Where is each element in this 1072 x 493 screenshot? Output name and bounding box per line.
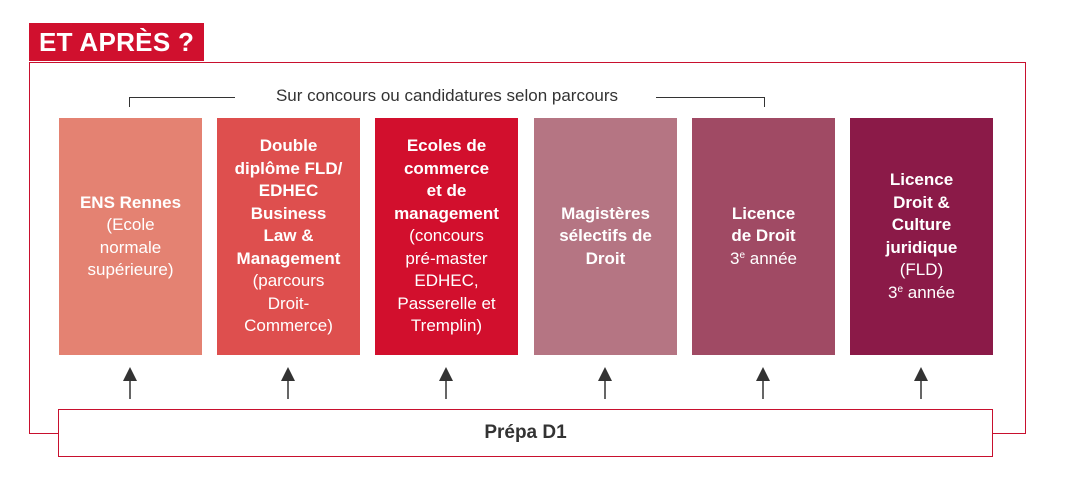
- year-word: année: [745, 248, 798, 268]
- card-detail-line: (concours: [409, 226, 484, 246]
- card-detail-line: supérieure): [87, 260, 174, 279]
- card-head-line: Magistères: [561, 203, 650, 223]
- year-word: année: [903, 282, 956, 302]
- subtitle: Sur concours ou candidatures selon parco…: [275, 86, 619, 105]
- card-detail-line: Droit-: [267, 293, 310, 313]
- card-head-line: management: [394, 203, 499, 223]
- arrow-up-icon: [439, 367, 453, 399]
- card-detail-line: normale: [99, 237, 162, 257]
- card-detail-line: (parcours: [252, 271, 325, 291]
- arrow-up-icon: [914, 367, 928, 399]
- arrow-up-icon: [598, 367, 612, 399]
- card-detail-line: (FLD): [899, 260, 944, 279]
- card-head-line: juridique: [885, 237, 958, 257]
- card-head-line: diplôme FLD/: [234, 158, 343, 178]
- card-head-line: Droit: [585, 248, 626, 268]
- card-detail-line: (Ecole: [106, 215, 155, 234]
- bracket-left-line: [129, 97, 235, 107]
- card-head-line: Culture: [891, 215, 952, 234]
- card-head-line: Licence: [731, 203, 796, 223]
- card-head-line: Double: [259, 136, 318, 156]
- card-head-line: EDHEC: [258, 181, 319, 201]
- year-superscript: e: [739, 249, 746, 261]
- card-detail-line: Commerce): [244, 316, 333, 336]
- card-year-line: 3e année: [730, 248, 797, 271]
- card-head-line: ENS Rennes: [79, 192, 182, 212]
- arrow-up-icon: [281, 367, 295, 399]
- card-head-line: Management: [236, 248, 341, 268]
- prepa-d1-box: Prépa D1: [58, 409, 993, 457]
- section-title: ET APRÈS ?: [29, 23, 205, 61]
- card-detail-line: Passerelle et: [397, 293, 496, 313]
- card-detail-line: Tremplin): [410, 316, 483, 336]
- card-head-line: Law &: [263, 226, 314, 246]
- year-superscript: e: [897, 283, 904, 295]
- year-number: 3: [729, 248, 740, 268]
- card-head-line: Licence: [889, 170, 954, 189]
- card-head-line: Business: [250, 203, 327, 223]
- arrow-up-icon: [123, 367, 137, 399]
- card-detail-line: EDHEC,: [414, 271, 479, 291]
- card-detail-line: pré-master: [405, 248, 488, 268]
- subtitle-bracket: Sur concours ou candidatures selon parco…: [129, 84, 765, 112]
- card-ens-rennes: ENS Rennes (Ecole normale supérieure): [59, 118, 202, 355]
- year-number: 3: [887, 282, 898, 302]
- card-head-line: sélectifs de: [559, 226, 652, 246]
- arrow-up-icon: [756, 367, 770, 399]
- card-head-line: et de: [426, 181, 467, 201]
- card-head-line: Droit &: [893, 192, 950, 212]
- card-head-line: commerce: [403, 158, 490, 178]
- bracket-right-line: [656, 97, 765, 107]
- card-head-line: de Droit: [731, 226, 796, 246]
- card-year-line: 3e année: [888, 282, 955, 305]
- card-head-line: Ecoles de: [406, 136, 487, 156]
